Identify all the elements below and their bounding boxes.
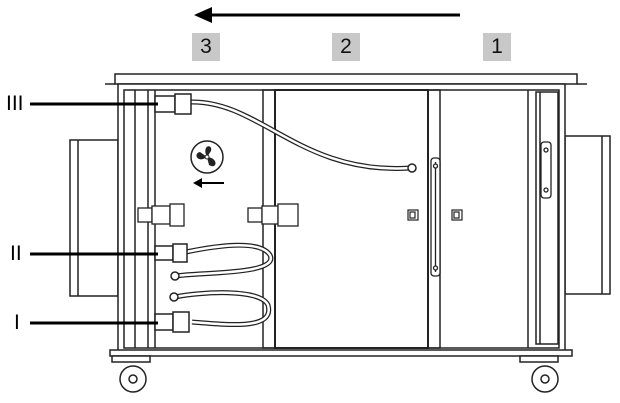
connection-label-II: II [10,242,22,265]
top-plate [105,73,587,85]
hose-III [154,93,417,173]
stage-label-3: 3 [192,33,220,61]
connection-label-III: III [6,92,24,115]
clamps [137,203,299,227]
small-airflow-arrow [193,178,224,188]
connection-label-I: I [14,311,20,334]
flow-direction-arrow [194,7,460,23]
door-latches [407,209,463,221]
caster-wheel-right [519,355,559,393]
fan-icon [190,140,224,174]
door-handle-right [540,141,552,199]
door-handle-center [430,157,441,277]
duct-right [564,135,611,295]
caster-wheel-left [111,355,151,393]
housing [109,83,573,357]
hose-II [154,242,274,281]
duct-left [69,139,119,297]
stage-label-1: 1 [483,33,511,61]
stage-label-2: 2 [332,33,360,61]
leader-lines [30,102,158,325]
